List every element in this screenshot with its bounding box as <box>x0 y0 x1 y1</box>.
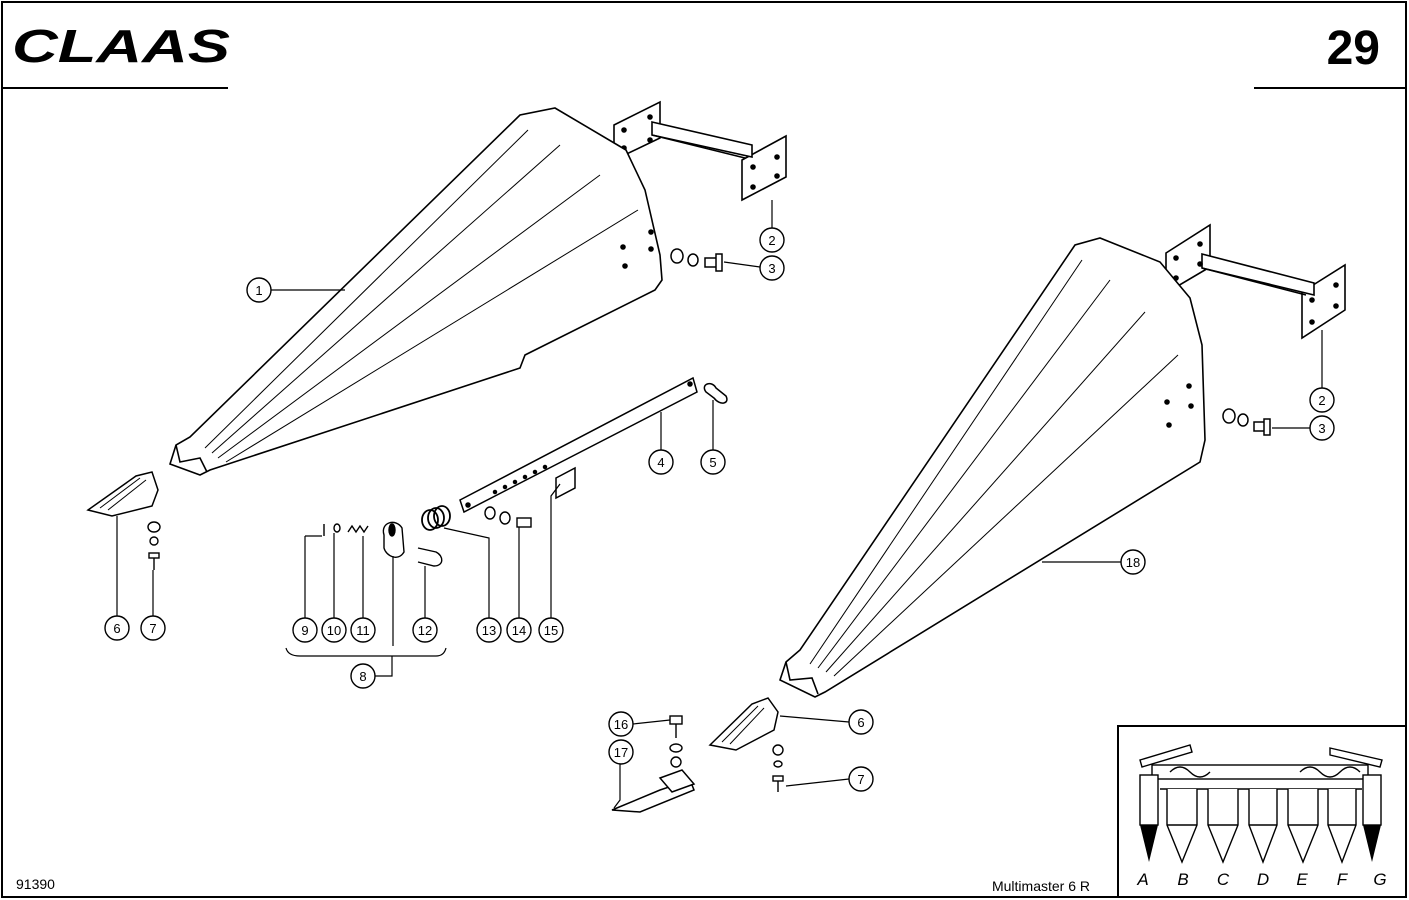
callout-16: 16 <box>608 711 634 737</box>
fastener-set-right <box>1222 408 1271 436</box>
svg-text:7: 7 <box>149 621 156 636</box>
fastener-set-middle <box>484 506 532 528</box>
callout-15: 15 <box>538 617 564 643</box>
divider-tip-left <box>86 471 159 517</box>
fastener-stack-right <box>772 744 784 792</box>
clip-part <box>703 382 728 404</box>
svg-text:5: 5 <box>709 455 716 470</box>
callout-12: 12 <box>412 617 438 643</box>
svg-text:3: 3 <box>1318 421 1325 436</box>
svg-text:11: 11 <box>356 623 370 638</box>
fastener-set-left <box>670 248 723 272</box>
svg-text:9: 9 <box>301 623 308 638</box>
callout-10: 10 <box>321 617 347 643</box>
callout-6-right: 6 <box>848 709 874 735</box>
position-diagram: A B C D E F G <box>1117 725 1407 898</box>
svg-text:8: 8 <box>359 669 366 684</box>
svg-text:2: 2 <box>1318 393 1325 408</box>
svg-text:18: 18 <box>1126 555 1140 570</box>
callout-3-left: 3 <box>759 255 785 281</box>
callout-7-right: 7 <box>848 766 874 792</box>
coil-spring <box>421 505 451 531</box>
mounting-bracket-right <box>1165 223 1346 340</box>
drawing-number: 91390 <box>16 876 55 892</box>
svg-text:2: 2 <box>768 233 775 248</box>
position-letter-d: D <box>1257 870 1269 889</box>
callout-17: 17 <box>608 739 634 765</box>
position-letter-b: B <box>1177 870 1188 889</box>
callout-2-left: 2 <box>759 227 785 253</box>
callout-3-right: 3 <box>1309 415 1335 441</box>
leader-lines <box>116 200 1323 809</box>
callout-13: 13 <box>476 617 502 643</box>
divider-tip-right <box>708 697 779 751</box>
callout-4: 4 <box>648 449 674 475</box>
position-letter-c: C <box>1217 870 1230 889</box>
crop-divider-right <box>779 237 1206 698</box>
position-letter-f: F <box>1337 870 1349 889</box>
svg-text:13: 13 <box>482 623 496 638</box>
skid-shoe <box>611 769 696 813</box>
svg-text:1: 1 <box>255 283 262 298</box>
model-name: Multimaster 6 R <box>992 878 1090 894</box>
svg-text:16: 16 <box>614 717 628 732</box>
svg-text:17: 17 <box>614 745 628 760</box>
callout-6-left: 6 <box>104 615 130 641</box>
callout-group: 1 2 3 4 5 6 7 8 9 10 11 12 13 14 15 18 2… <box>104 227 1335 792</box>
callout-7-left: 7 <box>140 615 166 641</box>
callout-5: 5 <box>700 449 726 475</box>
position-letter-a: A <box>1136 870 1148 889</box>
callout-11: 11 <box>350 617 376 643</box>
svg-text:15: 15 <box>544 623 558 638</box>
fastener-stack-skid <box>669 715 683 768</box>
callout-1: 1 <box>246 277 272 303</box>
svg-text:4: 4 <box>657 455 664 470</box>
svg-text:10: 10 <box>327 623 341 638</box>
svg-text:3: 3 <box>768 261 775 276</box>
brand-logo: CLAAS <box>12 20 230 72</box>
position-letter-e: E <box>1296 870 1308 889</box>
small-bracket <box>555 466 576 500</box>
svg-text:6: 6 <box>857 715 864 730</box>
svg-text:7: 7 <box>857 772 864 787</box>
callout-9: 9 <box>292 617 318 643</box>
callout-18: 18 <box>1120 549 1146 575</box>
page-number: 29 <box>1327 22 1380 75</box>
crop-divider-left <box>169 107 663 476</box>
fastener-stack-left <box>147 521 161 570</box>
svg-text:12: 12 <box>418 623 432 638</box>
small-parts-group <box>323 521 443 567</box>
callout-2-right: 2 <box>1309 387 1335 413</box>
callout-8: 8 <box>350 663 376 689</box>
adjuster-rail <box>459 376 698 514</box>
callout-14: 14 <box>506 617 532 643</box>
svg-text:14: 14 <box>512 623 526 638</box>
svg-text:6: 6 <box>113 621 120 636</box>
position-letter-g: G <box>1373 870 1386 889</box>
